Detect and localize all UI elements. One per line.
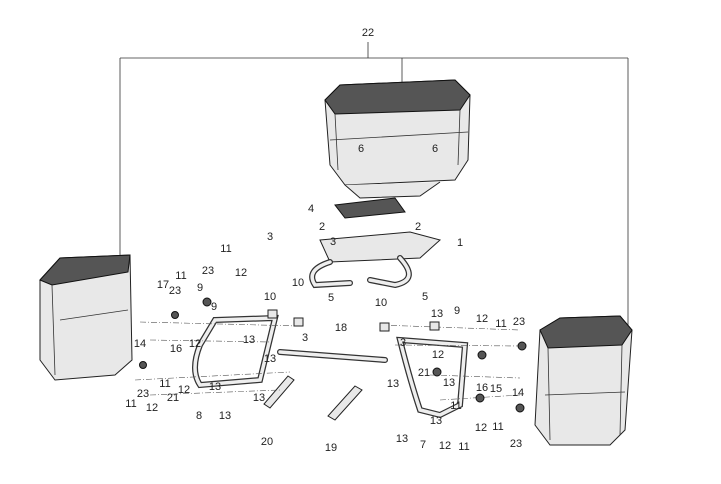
callout-18: 18 — [335, 322, 347, 334]
callout-14: 14 — [512, 387, 524, 399]
callout-10: 10 — [292, 277, 304, 289]
callout-11: 11 — [495, 318, 506, 330]
callout-13: 13 — [219, 410, 231, 422]
mounting-plate — [334, 197, 406, 219]
callout-21: 21 — [418, 367, 430, 379]
callout-12: 12 — [475, 422, 487, 434]
callout-11: 11 — [159, 378, 170, 390]
cross-bar — [277, 349, 388, 363]
callout-13: 13 — [209, 381, 221, 393]
callout-12: 12 — [146, 402, 158, 414]
hardware-parts — [139, 297, 527, 413]
callout-6: 6 — [358, 143, 364, 155]
bracket-19 — [327, 385, 363, 421]
callout-16: 16 — [170, 343, 182, 355]
top-case — [324, 79, 471, 199]
callout-12: 12 — [189, 338, 201, 350]
callout-9: 9 — [197, 282, 203, 294]
callout-13: 13 — [387, 378, 399, 390]
callout-12: 12 — [476, 313, 488, 325]
callout-12: 12 — [235, 267, 247, 279]
callout-23: 23 — [202, 265, 214, 277]
callout-13: 13 — [243, 334, 255, 346]
callout-11: 11 — [492, 421, 503, 433]
callout-3: 3 — [330, 236, 336, 248]
callout-3: 3 — [302, 332, 308, 344]
luggage-rack — [309, 231, 442, 289]
callout-7: 7 — [420, 439, 426, 451]
callout-11: 11 — [458, 441, 469, 453]
left-side-frame — [192, 314, 279, 389]
callout-15: 15 — [490, 383, 502, 395]
callout-22: 22 — [362, 27, 374, 39]
callout-13: 13 — [396, 433, 408, 445]
callout-21: 21 — [167, 392, 179, 404]
callout-3: 3 — [400, 337, 406, 349]
left-pannier — [39, 254, 133, 381]
callout-16: 16 — [476, 382, 488, 394]
callout-20: 20 — [261, 436, 273, 448]
callout-1: 1 — [457, 237, 463, 249]
callout-23: 23 — [169, 285, 181, 297]
callout-23: 23 — [510, 438, 522, 450]
callout-10: 10 — [375, 297, 387, 309]
callout-2: 2 — [415, 221, 421, 233]
callout-11: 11 — [175, 270, 186, 282]
right-pannier — [534, 315, 633, 446]
callout-17: 17 — [157, 279, 169, 291]
callout-13: 13 — [431, 308, 443, 320]
callout-12: 12 — [178, 384, 190, 396]
callout-10: 10 — [264, 291, 276, 303]
callout-14: 14 — [134, 338, 146, 350]
bracket-20 — [263, 375, 295, 409]
callout-13: 13 — [264, 353, 276, 365]
callout-5: 5 — [422, 291, 428, 303]
callout-6: 6 — [432, 143, 438, 155]
callout-8: 8 — [196, 410, 202, 422]
callout-12: 12 — [432, 349, 444, 361]
callout-11: 11 — [125, 398, 136, 410]
callout-9: 9 — [454, 305, 460, 317]
callout-11: 11 — [220, 243, 231, 255]
right-side-frame — [396, 336, 469, 419]
assembly-axis-lines — [134, 321, 521, 401]
callout-19: 19 — [325, 442, 337, 454]
callout-2: 2 — [319, 221, 325, 233]
assembly-bracket-22 — [119, 42, 629, 340]
callout-13: 13 — [443, 377, 455, 389]
callout-13: 13 — [253, 392, 265, 404]
callout-11: 11 — [450, 400, 461, 412]
callout-13: 13 — [430, 415, 442, 427]
callout-23: 23 — [137, 388, 149, 400]
callout-4: 4 — [308, 203, 314, 215]
callout-23: 23 — [513, 316, 525, 328]
callout-5: 5 — [328, 292, 334, 304]
callout-9: 9 — [211, 301, 217, 313]
callout-3: 3 — [267, 231, 273, 243]
callout-12: 12 — [439, 440, 451, 452]
